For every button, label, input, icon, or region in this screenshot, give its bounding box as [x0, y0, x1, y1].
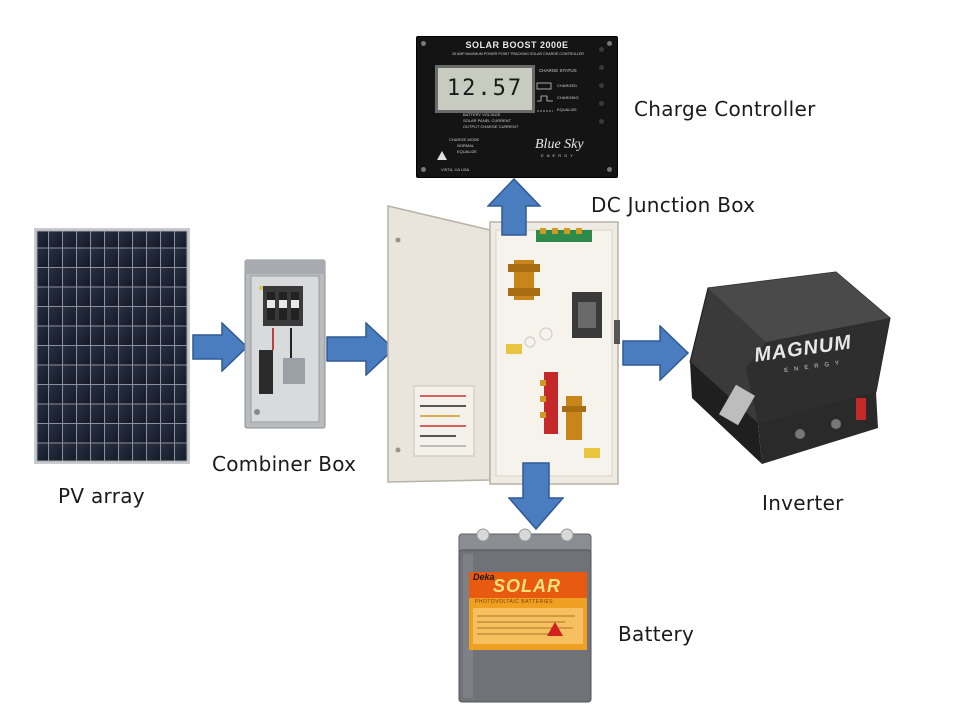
charge-controller-label: Charge Controller: [634, 97, 816, 121]
controller-warning-icon: [437, 151, 447, 160]
controller-led-3: [599, 83, 604, 88]
inverter-label: Inverter: [762, 491, 844, 515]
arrow-junction-to-controller: [487, 178, 541, 236]
controller-mode-normal: NORMAL: [457, 143, 475, 148]
battery-label: Battery: [618, 622, 695, 646]
controller-led-4: [599, 101, 604, 106]
controller-led-5: [599, 119, 604, 124]
controller-logo-sub: ENERGY: [541, 153, 576, 158]
controller-readout-3: OUTPUT CHARGE CURRENT: [463, 124, 519, 129]
controller-status-charging: CHARGING: [557, 95, 579, 100]
controller-mode-equalize: EQUALIZE: [457, 149, 477, 154]
pv-panel-graphic: [34, 228, 190, 464]
controller-lcd: 12.57: [435, 65, 535, 113]
battery-graphic: [458, 528, 592, 703]
controller-status-equalize: EQUALIZE: [557, 107, 577, 112]
controller-header: SOLAR BOOST 2000E: [465, 40, 569, 50]
pv-array-panel: [34, 228, 190, 464]
inverter: MAGNUM ENERGY: [686, 268, 896, 468]
controller-screw-tr: [607, 41, 612, 46]
battery-brand: SOLAR: [493, 576, 561, 596]
charge-controller: SOLAR BOOST 2000E 25 AMP MAXIMUM POWER P…: [416, 36, 618, 178]
battery: Deka SOLAR PHOTOVOLTAIC BATTERIES: [455, 526, 595, 706]
combiner-box: [243, 258, 327, 430]
arrow-junction-to-inverter: [622, 325, 690, 381]
dc-junction-box-label: DC Junction Box: [591, 193, 756, 217]
battery-brand-sub: PHOTOVOLTAIC BATTERIES: [475, 599, 554, 605]
controller-location: VISTA, CA USA: [441, 167, 470, 172]
controller-screw-br: [607, 167, 612, 172]
controller-logo: Blue Sky: [535, 137, 584, 152]
controller-readout-1: BATTERY VOLTAGE: [463, 112, 501, 117]
inverter-graphic: [689, 271, 891, 464]
pv-array-label: PV array: [58, 484, 145, 508]
battery-maker: Deka: [473, 572, 495, 582]
dc-junction-box: [386, 200, 630, 490]
controller-led-2: [599, 65, 604, 70]
controller-charge-status: CHARGE STATUS: [539, 68, 577, 73]
controller-charge-mode: CHARGE MODE: [449, 137, 480, 142]
controller-led-1: [599, 47, 604, 52]
controller-readout-2: SOLAR PANEL CURRENT: [463, 118, 512, 123]
arrow-pv-to-combiner: [192, 322, 248, 372]
combiner-box-label: Combiner Box: [212, 452, 357, 476]
controller-lcd-value: 12.57: [446, 76, 524, 101]
controller-screw-tl: [421, 41, 426, 46]
controller-status-waveforms-icon: [536, 82, 553, 112]
controller-subheader: 25 AMP MAXIMUM POWER POINT TRACKING SOLA…: [452, 52, 584, 56]
controller-screw-bl: [421, 167, 426, 172]
arrow-junction-to-battery: [508, 462, 564, 530]
junction-box-graphic: [387, 205, 620, 485]
arrow-combiner-to-junction: [326, 322, 396, 376]
controller-status-charged: CHARGED: [557, 83, 578, 88]
combiner-box-graphic: [244, 259, 326, 429]
